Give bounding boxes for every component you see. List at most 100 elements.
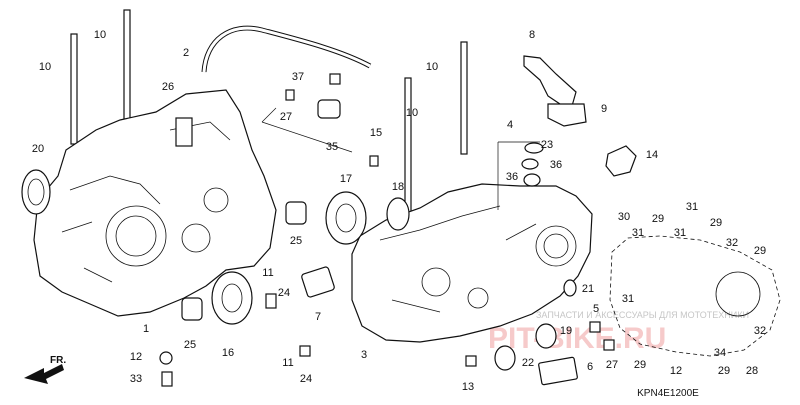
callout-number: 25 xyxy=(290,235,302,247)
pin-13 xyxy=(465,355,477,367)
cover-plate-7 xyxy=(301,266,335,298)
case-ribs xyxy=(61,121,231,283)
oil-seal-20 xyxy=(21,169,51,215)
bolt-15 xyxy=(369,155,379,167)
breather-hose-core xyxy=(202,26,371,73)
callout-number: 25 xyxy=(184,339,196,351)
seal-21 xyxy=(563,279,577,297)
callout-number: 36 xyxy=(506,171,518,183)
dowel-24 xyxy=(299,345,311,357)
plug-27 xyxy=(285,89,295,101)
callout-number: 27 xyxy=(606,359,618,371)
stud-bolt xyxy=(460,41,468,155)
callout-number: 1 xyxy=(143,323,149,335)
bearings-and-seals xyxy=(21,142,578,386)
callout-number: 10 xyxy=(39,61,51,73)
shaft-bore xyxy=(467,287,489,309)
seal-22 xyxy=(494,345,516,371)
callout-number: 24 xyxy=(300,373,312,385)
stud-bolt xyxy=(70,33,78,145)
left-crankcase-half xyxy=(33,89,277,317)
bearing-17-inner xyxy=(335,203,357,233)
o-ring-36 xyxy=(521,158,539,170)
callout-number: 37 xyxy=(292,71,304,83)
callout-number: 16 xyxy=(222,347,234,359)
shaft-bore xyxy=(421,267,451,297)
callout-number: 6 xyxy=(587,361,593,373)
callout-number: 27 xyxy=(280,111,292,123)
callout-number: 30 xyxy=(618,211,630,223)
watermark: PIT-BIKE.RU ЗАПЧАСТИ И АКСЕССУАРЫ ДЛЯ МО… xyxy=(488,310,749,355)
callout-bracket xyxy=(497,141,540,210)
washer-5 xyxy=(589,321,601,333)
bearing-17 xyxy=(325,191,367,245)
watermark-tagline: ЗАПЧАСТИ И АКСЕССУАРЫ ДЛЯ МОТОТЕХНИКИ xyxy=(536,310,749,320)
direction-label: FR. xyxy=(50,355,66,366)
callout-number: 31 xyxy=(674,227,686,239)
arrow-icon xyxy=(24,364,64,384)
callout-number: 8 xyxy=(529,29,535,41)
collar-25 xyxy=(285,201,307,225)
callout-number: 22 xyxy=(522,357,534,369)
callout-number: 10 xyxy=(426,61,438,73)
front-direction-arrow: FR. xyxy=(24,355,66,384)
crank-bearing-bore-inner xyxy=(543,233,569,259)
callout-number: 29 xyxy=(634,359,646,371)
right-crankcase-half xyxy=(351,183,593,343)
plug-27 xyxy=(603,339,615,351)
callout-number: 26 xyxy=(162,81,174,93)
shaft-bore xyxy=(181,223,211,253)
callout-number: 29 xyxy=(754,245,766,257)
nut-37 xyxy=(329,73,341,85)
bearing-16 xyxy=(211,271,253,325)
cover-bore xyxy=(715,271,761,317)
callout-number: 14 xyxy=(646,149,658,161)
plate-6 xyxy=(538,356,578,386)
callout-bracket xyxy=(261,107,353,153)
callout-number: 20 xyxy=(32,143,44,155)
bearing-16-inner xyxy=(221,283,243,313)
oil-seal-inner xyxy=(27,178,45,206)
callout-number: 29 xyxy=(710,217,722,229)
callout-number: 34 xyxy=(714,347,726,359)
callout-number: 28 xyxy=(746,365,758,377)
callout-number: 10 xyxy=(94,29,106,41)
crank-bearing-bore-inner xyxy=(115,215,157,257)
callout-labels: 1010101022637273589423363614201517182511… xyxy=(32,29,766,393)
callout-number: 31 xyxy=(622,293,634,305)
bearing-18 xyxy=(386,197,410,231)
callout-number: 36 xyxy=(550,159,562,171)
bracket-14 xyxy=(605,145,637,177)
seal-19 xyxy=(535,323,557,349)
case-boss xyxy=(175,117,193,147)
callout-number: 11 xyxy=(262,267,273,279)
callout-number: 19 xyxy=(560,325,572,337)
callout-number: 17 xyxy=(340,173,352,185)
callout-number: 12 xyxy=(130,351,142,363)
callout-number: 13 xyxy=(462,381,474,393)
washer-12 xyxy=(159,351,173,365)
callout-number: 24 xyxy=(278,287,290,299)
cap-23 xyxy=(524,142,544,154)
callout-number: 10 xyxy=(406,107,418,119)
dowel-11 xyxy=(265,293,277,309)
callout-number: 21 xyxy=(582,283,594,295)
callout-number: 31 xyxy=(686,201,698,213)
shaft-bore xyxy=(203,187,229,213)
callout-number: 3 xyxy=(361,349,367,361)
case-ribs xyxy=(379,205,537,313)
bolt-33 xyxy=(161,371,173,387)
callout-number: 29 xyxy=(718,365,730,377)
callout-number: 2 xyxy=(183,47,189,59)
callout-number: 35 xyxy=(326,141,338,153)
drawing-code: KPN4E1200E xyxy=(637,388,699,399)
callout-number: 12 xyxy=(670,365,682,377)
crank-bearing-bore xyxy=(105,205,167,267)
collar-25 xyxy=(181,297,203,321)
callout-number: 23 xyxy=(541,139,553,151)
callout-number: 32 xyxy=(754,325,766,337)
callout-number: 31 xyxy=(632,227,644,239)
stud-bolt xyxy=(123,9,131,129)
watermark-logo-text: PIT-BIKE.RU xyxy=(488,322,666,355)
